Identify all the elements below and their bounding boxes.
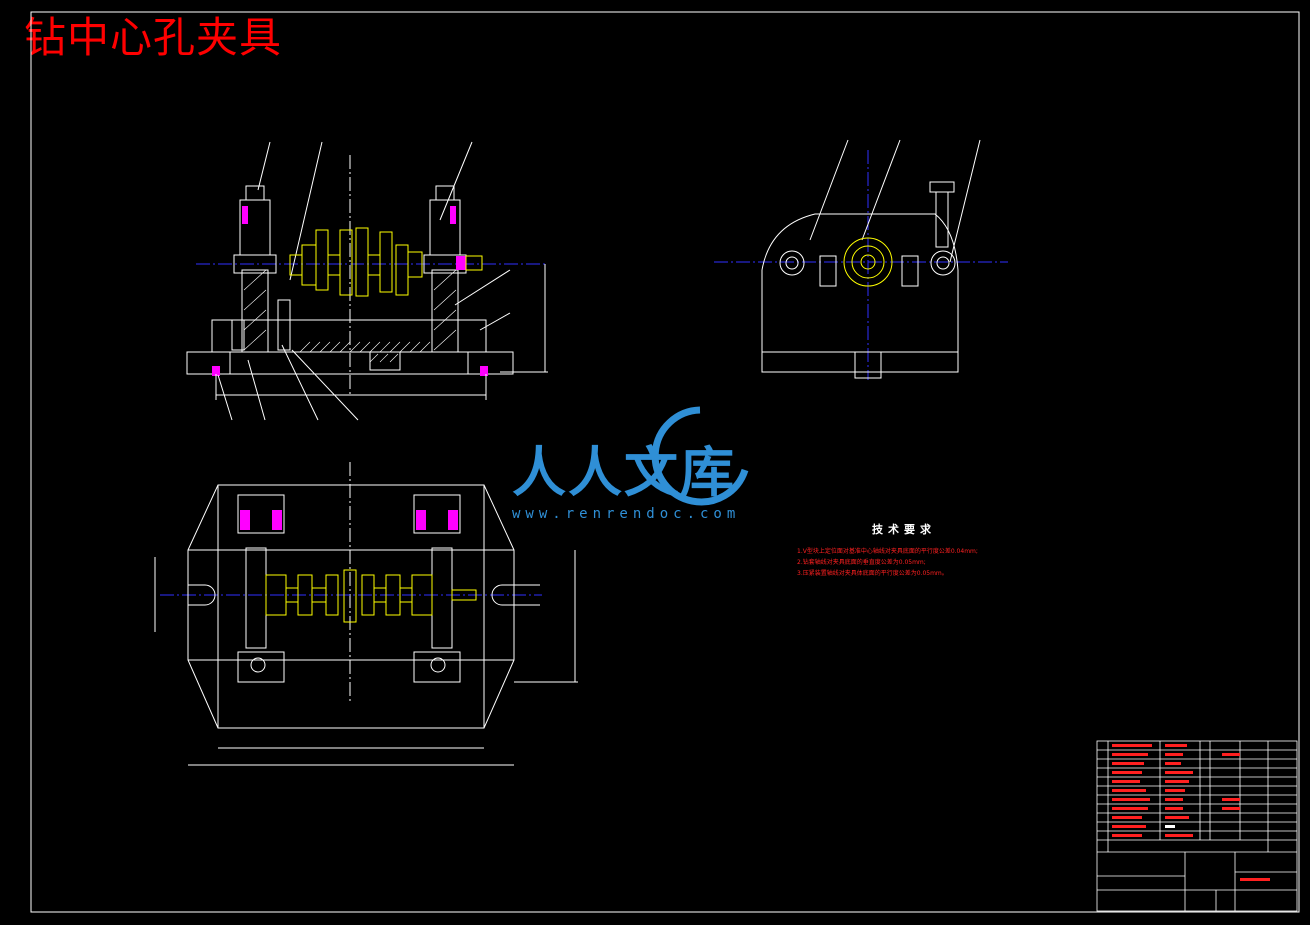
parts-list-entries: [1112, 744, 1270, 881]
side-view: [714, 139, 1008, 380]
watermark-logo: [651, 406, 749, 506]
tech-requirements-list: 1.V型块上定位面对基准中心轴线对夹具底面的平行度公差0.04mm; 2.钻套轴…: [797, 546, 978, 579]
tech-requirement-item: 1.V型块上定位面对基准中心轴线对夹具底面的平行度公差0.04mm;: [797, 548, 978, 555]
tech-requirement-item: 3.压紧装置轴线对夹具体底面的平行度公差为0.05mm。: [797, 570, 948, 577]
tech-requirements-title: 技术要求: [872, 523, 936, 536]
front-view: [186, 141, 548, 421]
top-view-hatching: [240, 510, 458, 530]
watermark-url: www.renrendoc.com: [512, 506, 741, 522]
crankshaft-top: [265, 569, 477, 623]
drawing-title: 钻中心孔夹具: [24, 13, 283, 62]
title-block: [1096, 740, 1298, 912]
top-view: [154, 462, 578, 766]
tech-requirement-item: 2.钻套轴线对夹具底面的垂直度公差为0.05mm;: [797, 559, 926, 566]
drawing-frame: [30, 11, 1300, 913]
watermark-brand: 人人文库: [512, 441, 736, 504]
crankshaft-front: [289, 227, 483, 297]
crankshaft-end-view: [843, 237, 893, 287]
